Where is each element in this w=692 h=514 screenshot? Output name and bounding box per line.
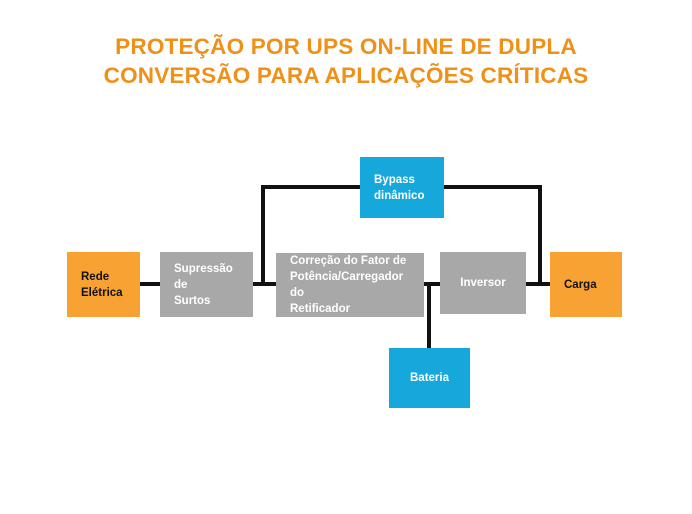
- page-title-line-2: CONVERSÃO PARA APLICAÇÕES CRÍTICAS: [103, 63, 589, 88]
- connector-bateria-riser: [427, 282, 431, 350]
- block-bypass-dinamico[interactable]: Bypass dinâmico: [360, 157, 444, 218]
- block-rede-eletrica-label: Rede Elétrica: [81, 270, 123, 299]
- page-title: PROTEÇÃO POR UPS ON-LINE DE DUPLA CONVER…: [46, 32, 646, 90]
- connector-riser-left: [261, 185, 265, 284]
- connector-riser-bypass-in: [261, 185, 362, 189]
- block-carga-label: Carga: [564, 278, 597, 291]
- connector-bypass-out-riser: [442, 185, 542, 189]
- connector-rede-supressao: [139, 282, 161, 286]
- block-inversor-label: Inversor: [460, 277, 506, 289]
- connector-junction-correcao: [262, 282, 278, 286]
- block-inversor[interactable]: Inversor: [440, 252, 526, 314]
- block-supressao-de-surtos-label: Supressão de Surtos: [174, 262, 233, 307]
- connector-correcao-inversor: [423, 282, 441, 286]
- block-supressao-de-surtos[interactable]: Supressão de Surtos: [160, 252, 253, 317]
- block-bateria-label: Bateria: [410, 372, 449, 384]
- connector-inversor-carga: [525, 282, 551, 286]
- page-title-line-1: PROTEÇÃO POR UPS ON-LINE DE DUPLA: [115, 34, 577, 59]
- block-correcao-fator-potencia-label: Correção do Fator de Potência/Carregador…: [290, 255, 407, 315]
- block-carga[interactable]: Carga: [550, 252, 622, 317]
- block-correcao-fator-potencia[interactable]: Correção do Fator de Potência/Carregador…: [276, 253, 424, 317]
- connector-riser-right: [538, 185, 542, 284]
- connector-supressao-junction: [252, 282, 264, 286]
- block-rede-eletrica[interactable]: Rede Elétrica: [67, 252, 140, 317]
- block-bateria[interactable]: Bateria: [389, 348, 470, 408]
- block-bypass-dinamico-label: Bypass dinâmico: [374, 173, 425, 202]
